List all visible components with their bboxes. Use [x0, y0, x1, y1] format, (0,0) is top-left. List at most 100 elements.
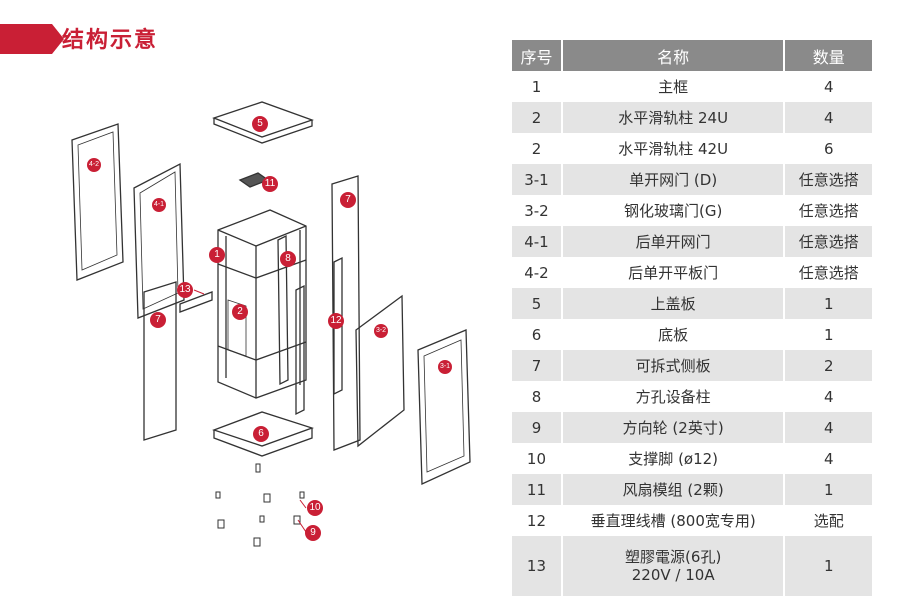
cell-quantity: 4: [784, 102, 872, 133]
cell-name: 后单开网门: [561, 226, 786, 257]
equipment-post-8: [277, 234, 289, 386]
cell-index: 3-2: [512, 195, 563, 226]
cell-index: 2: [512, 133, 563, 164]
main-frame: [217, 209, 307, 399]
cell-quantity: 任意选搭: [798, 263, 859, 282]
side-panel-7-right: [331, 175, 361, 451]
side-panel-7-left: [143, 281, 177, 441]
cell-index: 5: [512, 288, 563, 319]
callout-8: 8: [280, 251, 296, 267]
mesh-door-3-1: [417, 329, 471, 485]
cell-quantity: 4: [823, 77, 834, 96]
cell-index: 7: [512, 350, 563, 381]
cell-name: 可拆式侧板: [561, 350, 786, 381]
cell-quantity: 任意选搭: [784, 164, 872, 195]
cell-quantity: 任意选搭: [798, 201, 859, 220]
callout-5: 5: [252, 116, 268, 132]
callout-3-1: 3-1: [438, 360, 452, 374]
cell-index: 3-1: [512, 164, 563, 195]
cell-name: 底板: [561, 319, 786, 350]
cell-name: 支撑脚 (ø12): [561, 443, 786, 474]
cell-name: 后单开平板门: [561, 257, 786, 288]
power-strip-13: [179, 291, 213, 313]
cell-quantity: 4: [823, 387, 834, 406]
callout-9: 9: [305, 525, 321, 541]
cell-quantity: 任意选搭: [784, 226, 872, 257]
cell-index: 1: [512, 71, 563, 102]
table-header-row: 序号 名称 数量: [512, 40, 872, 71]
callout-6: 6: [253, 426, 269, 442]
cell-quantity: 4: [784, 412, 872, 443]
callout-3-2: 3-2: [374, 324, 388, 338]
callout-4-1: 4-1: [152, 198, 166, 212]
callout-10: 10: [307, 500, 323, 516]
cell-name: 方孔设备柱: [561, 381, 786, 412]
cell-quantity: 2: [784, 350, 872, 381]
cell-name: 方向轮 (2英寸): [561, 412, 786, 443]
cell-name: 水平滑轨柱 24U: [561, 102, 786, 133]
callout-12: 12: [328, 313, 344, 329]
cell-name: 钢化玻璃门(G): [561, 195, 786, 226]
cell-quantity: 1: [784, 288, 872, 319]
column-header-quantity: 数量: [784, 40, 872, 71]
cell-name-line1: 塑膠電源(6孔): [625, 548, 722, 566]
cable-manager-12: [333, 256, 343, 396]
cell-index: 10: [512, 443, 563, 474]
cell-quantity: 1: [784, 536, 872, 596]
column-header-name: 名称: [561, 40, 786, 71]
cell-quantity: 选配: [813, 511, 844, 530]
callout-11: 11: [262, 176, 278, 192]
cell-name: 主框: [561, 71, 786, 102]
callout-1: 1: [209, 247, 225, 263]
callout-2: 2: [232, 304, 248, 320]
cell-index: 11: [512, 474, 563, 505]
glass-door-3-2: [355, 294, 405, 448]
column-header-index: 序号: [512, 40, 563, 71]
cell-index: 6: [512, 319, 563, 350]
cell-index: 13: [512, 536, 563, 596]
rear-flat-door-4-2: [71, 123, 124, 281]
feet-and-casters: [215, 463, 305, 547]
cell-index: 4-2: [512, 257, 563, 288]
cell-name: 塑膠電源(6孔) 220V / 10A: [561, 536, 786, 596]
cell-index: 2: [512, 102, 563, 133]
cell-name: 垂直理线槽 (800宽专用): [561, 505, 786, 536]
callout-13: 13: [177, 282, 193, 298]
rear-mesh-door-4-1: [133, 162, 185, 319]
cell-index: 9: [512, 412, 563, 443]
cell-name: 上盖板: [561, 288, 786, 319]
cell-quantity: 1: [784, 474, 872, 505]
callout-4-2: 4-2: [87, 158, 101, 172]
cell-index: 12: [512, 505, 563, 536]
header-accent-bar: [0, 24, 64, 54]
cabinet-exploded-diagram: [71, 101, 471, 547]
cell-name-line2: 220V / 10A: [631, 566, 715, 584]
page-title: 结构示意: [62, 28, 159, 53]
callout-7-right: 7: [340, 192, 356, 208]
cell-index: 8: [512, 381, 563, 412]
cell-quantity: 4: [823, 449, 834, 468]
table-row: 13 塑膠電源(6孔) 220V / 10A 1: [512, 536, 872, 596]
callout-7-left: 7: [150, 312, 166, 328]
cell-name: 单开网门 (D): [561, 164, 786, 195]
cell-index: 4-1: [512, 226, 563, 257]
cell-quantity: 6: [823, 139, 834, 158]
cell-name: 水平滑轨柱 42U: [561, 133, 786, 164]
